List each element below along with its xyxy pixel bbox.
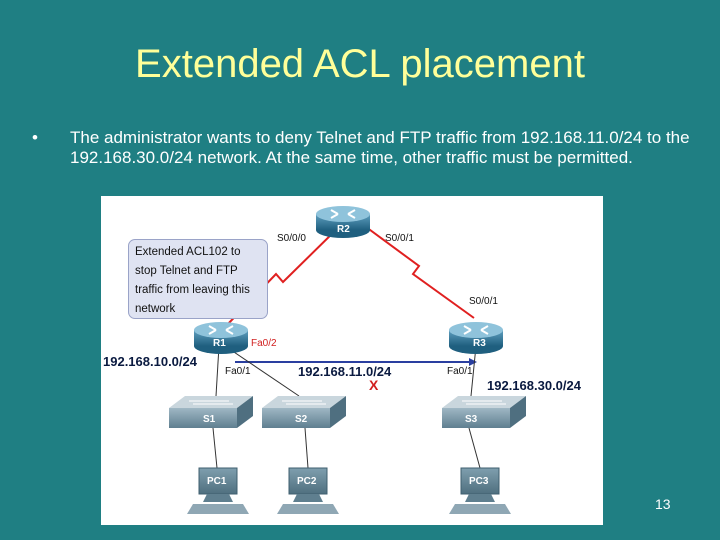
iface-r2-s001: S0/0/1 (385, 233, 414, 244)
pc-pc2-icon (277, 467, 339, 514)
router-r2-label: R2 (337, 224, 350, 235)
acl-callout: Extended ACL102 to stop Telnet and FTP t… (128, 239, 268, 319)
pc-pc2-label: PC2 (297, 476, 317, 487)
lan-arrow-head (469, 358, 477, 366)
iface-r3-fa01: Fa0/1 (447, 366, 473, 377)
link-r1-s2 (224, 345, 300, 397)
network-192-168-11: 192.168.11.0/24 (298, 364, 392, 379)
switch-s3-icon (442, 396, 526, 428)
network-diagram: Extended ACL102 to stop Telnet and FTP t… (101, 196, 603, 525)
router-r3-icon (449, 322, 503, 354)
bullet-text: The administrator wants to deny Telnet a… (70, 128, 690, 167)
pc-pc3-label: PC3 (469, 476, 489, 487)
router-r2-icon (316, 206, 370, 238)
slide-title: Extended ACL placement (135, 42, 585, 86)
link-s1-pc1 (212, 427, 218, 469)
switch-s1-icon (169, 396, 253, 428)
switch-s3-label: S3 (465, 414, 478, 425)
iface-r1-fa01: Fa0/1 (225, 366, 251, 377)
link-r1-s1 (215, 345, 220, 397)
callout-line-1: Extended ACL102 to (135, 246, 241, 258)
router-r1-label: R1 (213, 338, 226, 349)
network-192-168-30: 192.168.30.0/24 (487, 378, 581, 393)
callout-line-2: stop Telnet and FTP (135, 265, 238, 277)
pc-pc1-icon (187, 467, 249, 514)
pc-pc3-icon (449, 467, 511, 514)
router-r3-label: R3 (473, 338, 486, 349)
slide-number: 13 (655, 496, 671, 512)
link-s2-pc2 (304, 427, 309, 469)
iface-r2-s000: S0/0/0 (277, 233, 306, 244)
serial-link-r2-r3 (361, 223, 475, 319)
iface-r1-fa02: Fa0/2 (251, 338, 277, 349)
switch-s2-icon (262, 396, 346, 428)
switch-s1-label: S1 (203, 414, 216, 425)
callout-line-4: network (135, 303, 176, 315)
deny-x-mark: X (369, 377, 379, 393)
iface-r3-s001: S0/0/1 (469, 296, 498, 307)
callout-line-3: traffic from leaving this (135, 284, 250, 296)
link-s3-pc3 (468, 427, 481, 469)
link-r3-s3 (470, 345, 477, 397)
router-r1-icon (194, 322, 248, 354)
network-192-168-10: 192.168.10.0/24 (103, 354, 197, 369)
topology-drawing (169, 206, 526, 514)
switch-s2-label: S2 (295, 414, 308, 425)
pc-pc1-label: PC1 (207, 476, 227, 487)
bullet-marker: • (32, 128, 38, 147)
